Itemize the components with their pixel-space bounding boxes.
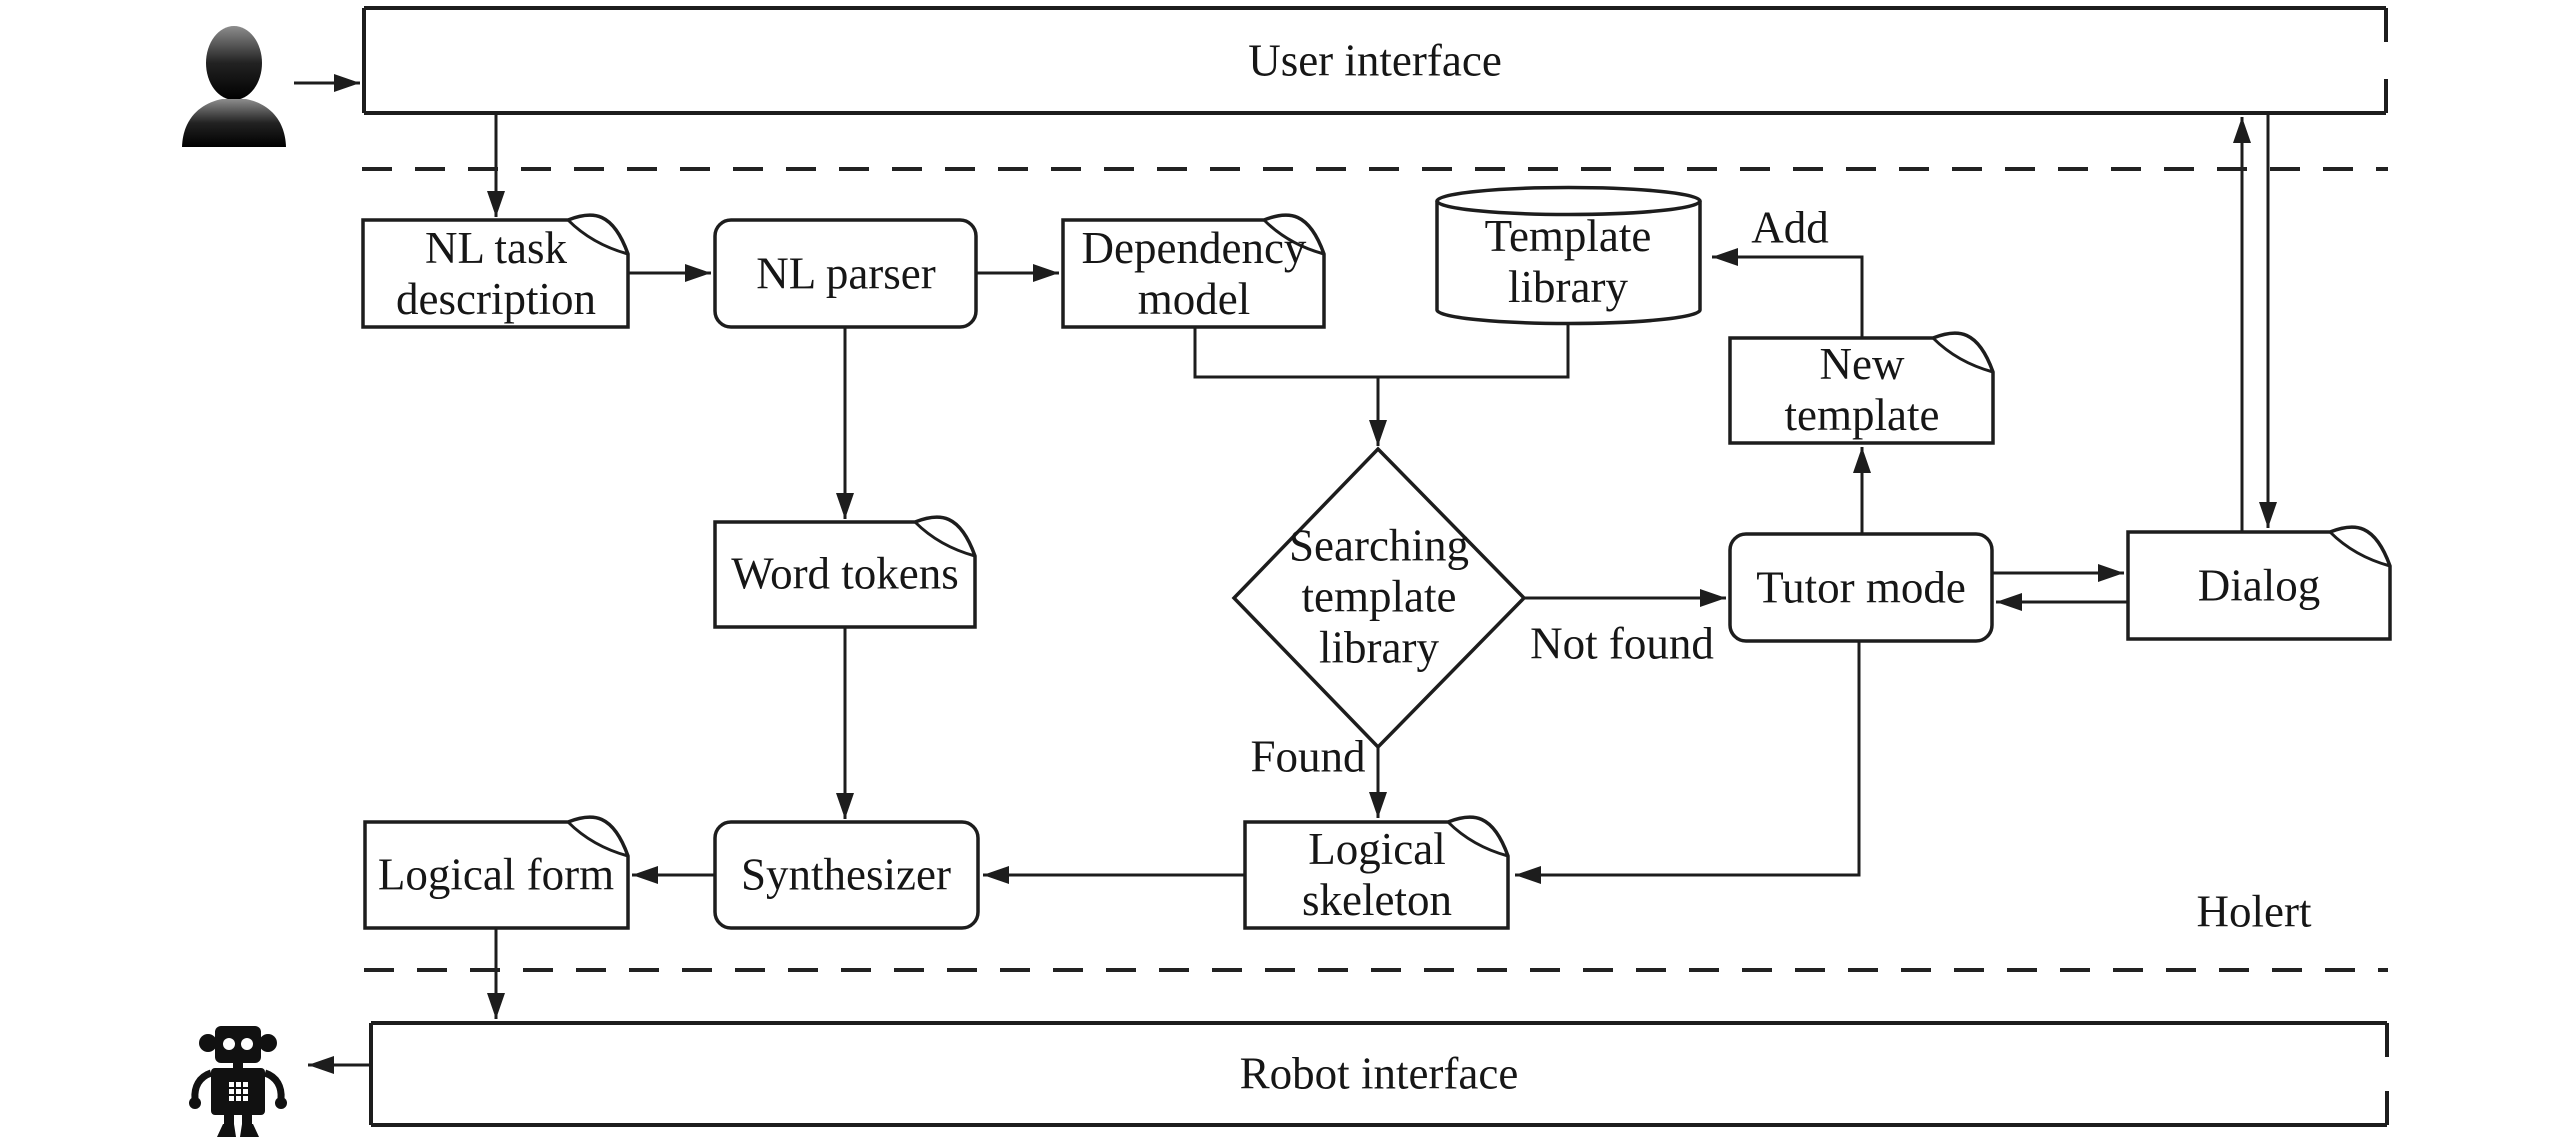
searching-template-library-diamond [1231,446,1527,750]
connectors [294,74,2277,1074]
nl-task-description-box [361,213,630,329]
logical-form-box [363,815,630,930]
user-interface-bar [362,6,2388,115]
robot-interface-bar [369,1021,2389,1127]
logical-skeleton-box [1243,815,1510,930]
synthesizer-box [713,820,980,930]
edge-new-template-add-to-library [1712,248,1864,338]
new-template-box [1728,331,1995,445]
tutor-mode-box [1728,532,1994,643]
edge-dependency-template-junction [1193,324,1570,379]
robot-icon [189,1026,287,1137]
template-library-cylinder [1435,185,1702,326]
dependency-model-box [1061,213,1326,329]
edge-tutor-to-logical-skeleton [1515,641,1861,884]
dialog-box [2126,525,2392,641]
user-icon [182,26,286,147]
word-tokens-box [713,515,977,629]
nl-parser-box [713,218,978,329]
